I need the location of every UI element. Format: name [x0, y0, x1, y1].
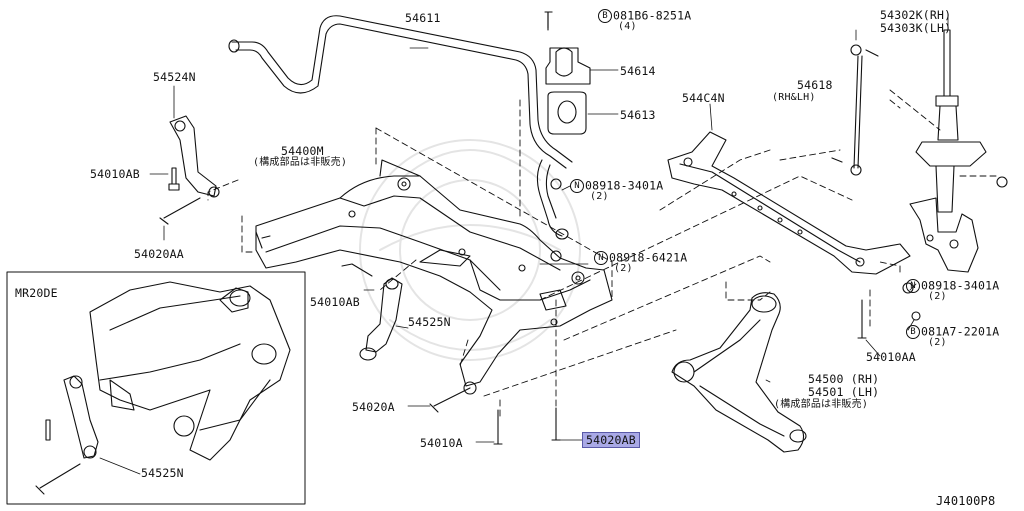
nut-08918-3401A-a-qty: (2): [590, 191, 609, 202]
front-suspension-member-stay: [667, 131, 911, 275]
label-54020AA[interactable]: 54020AA: [134, 247, 184, 261]
nut-marker-icon: N: [906, 279, 920, 293]
transverse-link-lower-arm: [671, 292, 807, 453]
right-link-54525N: [359, 277, 403, 361]
nut-marker-icon: N: [594, 251, 608, 265]
label-54010AB-center[interactable]: 54010AB: [310, 295, 360, 309]
inset-subframe-artwork: [35, 281, 291, 495]
bolt-081B6-code: 081B6-8251A: [613, 8, 692, 23]
inset-label-mr20de: MR20DE: [15, 286, 58, 300]
stabilizer-bar: [228, 15, 573, 240]
label-54020AB-highlighted[interactable]: 54020AB: [582, 432, 640, 448]
nut-08918-3401A-b-qty: (2): [928, 291, 947, 302]
inset-frame: [6, 271, 306, 505]
label-54618-note: (RH&LH): [772, 92, 816, 103]
nut-marker-icon: N: [570, 179, 584, 193]
label-54500-note: (構成部品は非販売): [774, 399, 869, 410]
leader-lines: [99, 13, 949, 475]
subframe-dashed-outline: [207, 89, 1001, 441]
bolt-marker-icon: B: [598, 9, 612, 23]
watermark: [359, 139, 581, 361]
label-54618[interactable]: 54618: [797, 78, 833, 92]
strut-assembly: [909, 29, 1008, 273]
label-544C4N[interactable]: 544C4N: [682, 91, 725, 105]
label-54010AB-left[interactable]: 54010AB: [90, 167, 140, 181]
label-54525N-inset[interactable]: 54525N: [141, 466, 184, 480]
label-54524N[interactable]: 54524N: [153, 70, 196, 84]
label-54010A[interactable]: 54010A: [420, 436, 463, 450]
label-54614[interactable]: 54614: [620, 64, 656, 78]
label-54501[interactable]: 54501 (LH): [808, 385, 880, 399]
left-link-54524N: [169, 115, 220, 198]
diagram-id: J40100P8: [936, 494, 996, 508]
label-54500[interactable]: 54500 (RH): [808, 372, 880, 386]
label-54611[interactable]: 54611: [405, 11, 441, 25]
front-subframe: [255, 159, 613, 395]
label-54613[interactable]: 54613: [620, 108, 656, 122]
bolt-081A7-qty: (2): [928, 337, 947, 348]
bolts: [159, 11, 867, 445]
nut-08918-3401A-a-code: 08918-3401A: [585, 178, 664, 193]
bolt-marker-icon: B: [906, 325, 920, 339]
label-54400M[interactable]: 54400M: [281, 144, 324, 158]
label-54020A[interactable]: 54020A: [352, 400, 395, 414]
label-54525N[interactable]: 54525N: [408, 315, 451, 329]
nut-08918-6421A-qty: (2): [614, 263, 633, 274]
stabilizer-connecting-rod: [831, 44, 879, 176]
label-54302K[interactable]: 54302K(RH): [880, 8, 952, 22]
bolt-081A7-code: 081A7-2201A: [921, 324, 1000, 339]
label-54010AA[interactable]: 54010AA: [866, 350, 916, 364]
nut-08918-6421A-code: 08918-6421A: [609, 250, 688, 265]
stabilizer-bushing-bracket: [544, 11, 591, 135]
label-54303K[interactable]: 54303K(LH): [880, 21, 952, 35]
bolt-081B6-qty: (4): [618, 21, 637, 32]
nut-08918-3401A-b-code: 08918-3401A: [921, 278, 1000, 293]
label-54400M-note: (構成部品は非販売): [253, 157, 348, 168]
